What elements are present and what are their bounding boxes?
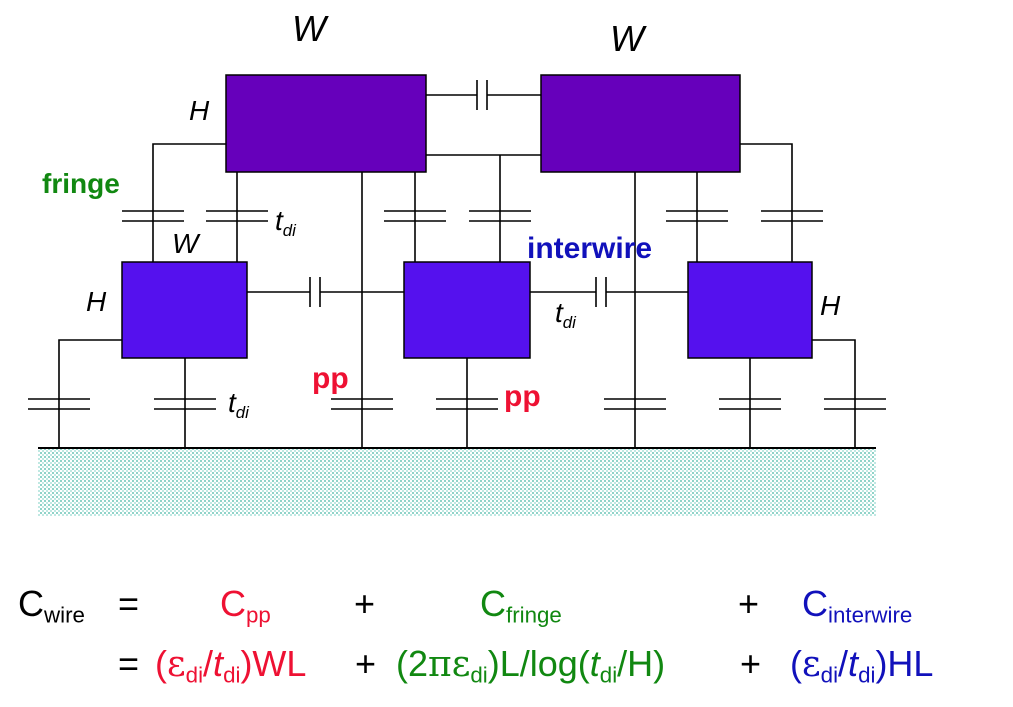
label-h-top: H — [189, 95, 210, 126]
substrate — [38, 448, 876, 516]
label-pp-right: pp — [504, 380, 541, 413]
label-t-mid: tdi — [555, 297, 576, 332]
lower-wire-left — [121, 261, 248, 359]
label-h-left: H — [86, 286, 107, 317]
plus-3: + — [355, 643, 377, 684]
upper-wire-right — [540, 74, 741, 173]
equals-2: = — [118, 643, 140, 684]
fringe-formula: (2πεdi)L/log(tdi/H) — [396, 643, 666, 688]
c-fringe: Cfringe — [480, 583, 562, 628]
label-w-top-right: W — [610, 18, 644, 59]
equation-line-1: Cwire = Cpp + Cfringe + Cinterwire — [0, 584, 1013, 632]
interwire-formula: (εdi/tdi)HL — [790, 643, 934, 688]
plus-1: + — [354, 583, 376, 624]
c-pp: Cpp — [220, 583, 271, 628]
c-wire: Cwire — [18, 583, 85, 628]
plus-4: + — [740, 643, 762, 684]
label-t-upper: tdi — [275, 205, 296, 240]
label-w-top-left: W — [292, 8, 326, 49]
label-t-lower: tdi — [228, 387, 249, 422]
c-interwire: Cinterwire — [802, 583, 913, 628]
equals-1: = — [118, 583, 140, 624]
lower-wire-middle — [403, 261, 531, 359]
equation-line-2: = (εdi/tdi)WL + (2πεdi)L/log(tdi/H) + (ε… — [0, 644, 1013, 694]
wiring — [28, 80, 886, 448]
plus-2: + — [738, 583, 760, 624]
lower-wire-right — [687, 261, 813, 359]
label-h-right: H — [820, 290, 841, 321]
label-pp-left: pp — [312, 362, 349, 395]
upper-wire-left — [225, 74, 427, 173]
label-fringe: fringe — [42, 168, 120, 199]
pp-formula: (εdi/tdi)WL — [155, 643, 307, 688]
label-interwire: interwire — [527, 232, 653, 265]
label-w-lower: W — [172, 228, 199, 259]
